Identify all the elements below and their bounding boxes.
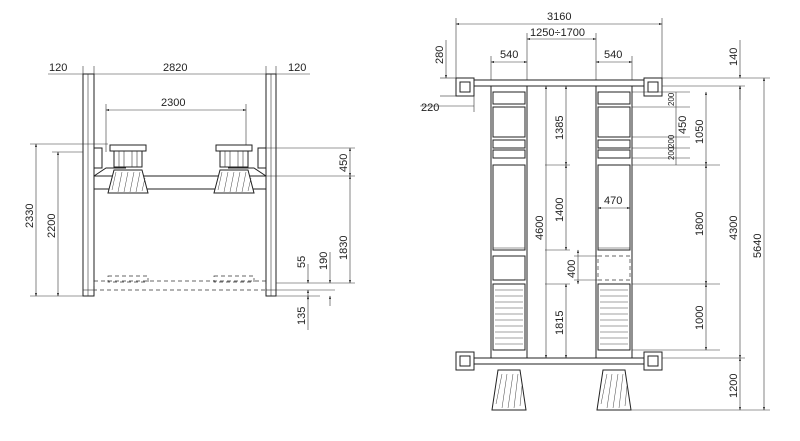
top-dim-left-runway-width: 540 [500,49,518,61]
top-dim-200-c: 200 [667,146,676,160]
top-dim-overall-length: 4600 [534,216,546,240]
top-dim-overall-width: 3160 [547,11,571,23]
top-dim-200-b: 200 [667,134,676,148]
right-runway [595,85,633,359]
lower-runway [83,275,276,291]
right-ramp [596,369,632,411]
top-crossbeam [473,79,645,87]
front-dim-total-height: 2330 [24,204,36,228]
front-dim-overall-width: 2820 [163,62,187,74]
front-dim-left-margin: 120 [49,62,67,74]
top-dim-1800: 1800 [694,212,706,236]
top-dim-140: 140 [728,48,740,66]
left-ramp [491,369,527,411]
left-jack-stand [107,144,149,194]
bottom-crossbeam [473,357,645,365]
top-dim-post-offset: 220 [421,102,439,114]
left-runway [490,85,528,359]
front-dim-column-height: 2200 [46,214,58,238]
top-dim-adjust-range: 1250÷1700 [530,27,585,39]
right-jack-stand [213,144,255,194]
top-dim-right-runway-width: 540 [604,49,622,61]
top-dim-1000: 1000 [694,306,706,330]
front-dim-right-margin: 120 [288,62,306,74]
top-dim-top-section: 1385 [554,116,566,140]
top-dim-470: 470 [604,195,622,207]
front-dim-ground-offset: 135 [296,307,308,325]
front-dim-platform-thickness: 450 [338,154,350,172]
front-dim-inner-width: 2300 [161,97,185,109]
top-dim-1200: 1200 [728,374,740,398]
top-dim-bottom-section: 1815 [554,311,566,335]
front-dim-lift-height: 1830 [338,236,350,260]
top-dim-4300: 4300 [728,216,740,240]
top-dim-mid-section: 1400 [554,198,566,222]
top-dim-200-a: 200 [667,92,676,106]
front-view: 120 2820 120 2300 [24,62,355,330]
top-dim-400: 400 [566,260,578,278]
left-column [82,73,95,297]
front-dim-runway-top: 55 [296,256,308,268]
front-dim-runway-total: 190 [318,252,330,270]
top-dim-1050: 1050 [694,120,706,144]
top-dim-450: 450 [677,116,689,134]
top-dim-5640: 5640 [752,234,764,258]
top-dim-post-depth: 280 [434,46,446,64]
top-view: 3160 1250÷1700 540 540 280 220 [420,11,770,411]
